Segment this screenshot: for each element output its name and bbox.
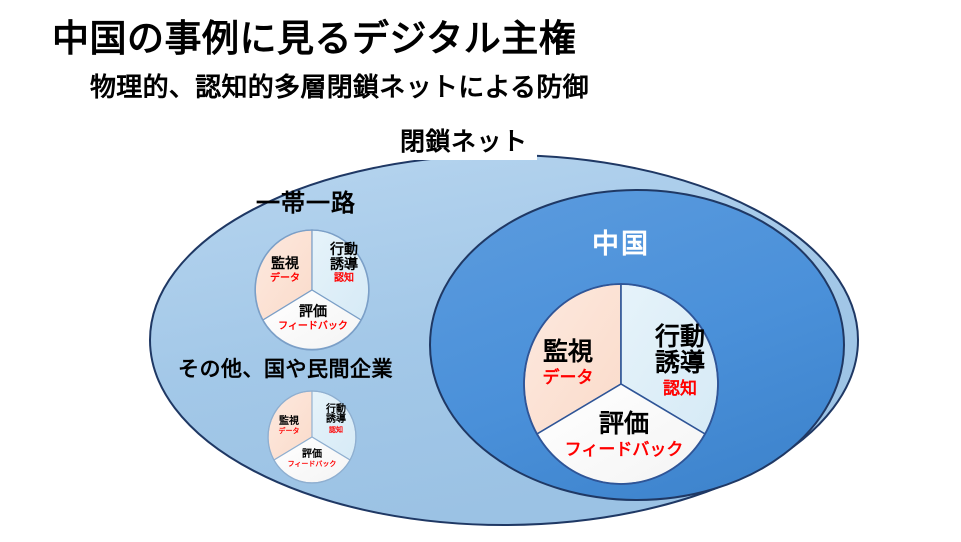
pie-chart-china (523, 283, 719, 485)
pie-label-evaluation-large-sub: フィードバック (564, 440, 684, 459)
pie-label-behavior-large-main-1: 行動 (654, 324, 705, 351)
pie-outline-medium (254, 229, 370, 351)
pie-label-behavior-large: 行動 誘導 認知 (638, 325, 722, 398)
pie-label-behavior-small: 行動 誘導 認知 (318, 404, 354, 434)
label-china: 中国 (592, 229, 650, 259)
page-title: 中国の事例に見るデジタル主権 (52, 19, 577, 60)
pie-label-surveillance-medium-main: 監視 (271, 257, 299, 272)
pie-label-surveillance-large-sub: データ (542, 368, 594, 387)
pie-label-behavior-medium-sub: 認知 (334, 273, 354, 285)
pie-label-evaluation-small: 評価 フィードバック (285, 449, 339, 469)
label-closed-net: 閉鎖ネット (391, 127, 537, 160)
pie-label-evaluation-large: 評価 フィードバック (562, 412, 686, 459)
pie-label-surveillance-large-main: 監視 (542, 339, 593, 366)
pie-label-behavior-large-main-2: 誘導 (654, 350, 705, 377)
pie-label-behavior-medium-main-2: 誘導 (330, 257, 358, 273)
pie-label-behavior-small-main-1: 行動 (326, 404, 346, 415)
pie-label-surveillance-small: 監視 データ (272, 416, 306, 436)
pie-label-behavior-medium-main-1: 行動 (330, 243, 358, 258)
pie-chart-belt-road (254, 229, 370, 351)
label-other-states-and-companies: その他、国や民間企業 (178, 357, 393, 381)
pie-label-behavior-medium: 行動 誘導 認知 (320, 243, 368, 285)
pie-label-evaluation-medium-main: 評価 (299, 305, 327, 320)
pie-label-behavior-large-sub: 認知 (663, 379, 697, 398)
pie-label-surveillance-small-main: 監視 (279, 416, 299, 427)
pie-label-surveillance-medium: 監視 データ (262, 257, 308, 284)
pie-label-surveillance-large: 監視 データ (528, 340, 608, 387)
pie-label-surveillance-small-sub: データ (278, 428, 300, 436)
label-belt-and-road: 一帯一路 (256, 191, 356, 217)
pie-label-evaluation-small-main: 評価 (302, 449, 322, 460)
pie-label-surveillance-medium-sub: データ (270, 272, 300, 284)
pie-label-evaluation-medium: 評価 フィードバック (277, 305, 349, 332)
pie-outline-small (267, 390, 357, 484)
pie-label-evaluation-large-main: 評価 (598, 411, 649, 438)
pie-label-behavior-small-main-2: 誘導 (326, 414, 346, 426)
pie-label-evaluation-small-sub: フィードバック (287, 461, 337, 469)
pie-outline-large (523, 283, 719, 485)
page-subtitle: 物理的、認知的多層閉鎖ネットによる防御 (90, 73, 589, 102)
pie-label-evaluation-medium-sub: フィードバック (278, 320, 348, 332)
pie-label-behavior-small-sub: 認知 (329, 426, 343, 434)
pie-chart-others (267, 390, 357, 484)
